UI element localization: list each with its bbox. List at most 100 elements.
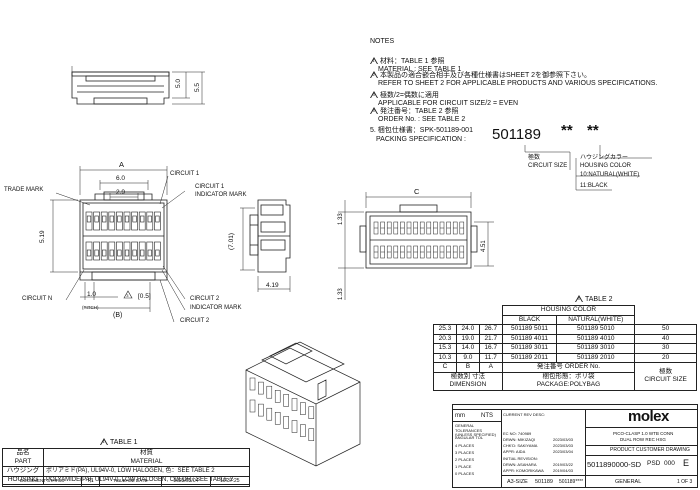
note-triangle-icon: 4 xyxy=(575,295,583,302)
table-2-cell-natural: 501189 2010 xyxy=(556,352,636,363)
angular-tol: ANGULAR TOL xyxy=(455,435,484,440)
date-checked: 2023/03/03 xyxy=(553,443,574,448)
table-2-cell-b: 14.0 xyxy=(455,343,480,354)
top-view xyxy=(71,66,170,105)
table-2-natural: NATURAL(WHITE) xyxy=(556,314,636,325)
note-triangle-icon: 2 xyxy=(370,71,378,78)
housing-color-option-2: 11:BLACK xyxy=(580,183,608,189)
dim-7-01: (7.01) xyxy=(228,233,235,250)
front-view xyxy=(79,191,168,281)
tolerance-places: 2 PLACES xyxy=(455,457,475,462)
tolerance-places: 1 PLACE xyxy=(455,464,472,469)
dim-1-33-top: 1.33 xyxy=(338,213,344,225)
note-2-en: REFER TO SHEET 2 FOR APPLICABLE PRODUCTS… xyxy=(378,80,658,87)
dim-5-5: 5.5 xyxy=(194,83,201,92)
release-time: 10:37:25 xyxy=(209,476,251,487)
initial-rev: INITIAL REVISION: xyxy=(503,456,538,461)
document-type: PSD xyxy=(647,460,661,467)
housing-color-en: HOUSING COLOR xyxy=(580,163,632,169)
dim-0-5: [0.5] xyxy=(138,293,151,300)
table-2-cell-b: 19.0 xyxy=(455,333,480,344)
release-date: 2023/03/04 xyxy=(161,476,211,487)
tri-3: 3 xyxy=(126,293,129,298)
table-2-cell-c: 10.3 xyxy=(433,352,457,363)
note-5-jp: 5. 梱包仕様書：SPK-501189-001 xyxy=(370,127,473,134)
ec-no: EC NO: 740989 xyxy=(503,431,532,436)
table-2-cell-size: 20 xyxy=(634,352,697,363)
dim-c: C xyxy=(414,187,420,196)
table-2-col-a: A xyxy=(478,362,503,373)
housing-color-jp: ハウジングカラー xyxy=(580,155,629,161)
table-2-cell-b: 24.0 xyxy=(455,324,480,335)
release-date-label: RELEASE DATE xyxy=(99,476,163,487)
table-2-cell-c: 25.3 xyxy=(433,324,457,335)
drawing-title-1: PICO-CLASP 1.0 WTB CONN xyxy=(613,431,674,436)
dim-1-33-bottom: 1.33 xyxy=(338,288,344,300)
table-2-cell-a: 11.7 xyxy=(478,352,503,363)
general-tolerance: GENERAL TOLERANCES (UNLESS SPECIFIED) xyxy=(455,423,496,437)
material-general: GENERAL xyxy=(615,479,642,485)
drawn-by: DRWN: MIKIZAQI xyxy=(503,437,536,442)
date-drawn: 2023/03/03 xyxy=(553,437,574,442)
product-customer-drawing: PRODUCT CUSTOMER DRAWING xyxy=(610,447,690,453)
table-2-cell-b: 9.0 xyxy=(455,352,480,363)
dim-4-51: 4.51 xyxy=(481,240,487,252)
table-2-cell-a: 26.7 xyxy=(478,324,503,335)
part-code-base: 501189 xyxy=(492,126,541,143)
current-rev: CURRENT REV DESC: xyxy=(503,412,546,417)
note-1-en: MATERIAL : SEE TABLE 1 xyxy=(378,66,462,73)
dim-6-0: 6.0 xyxy=(116,175,125,182)
initial-approved-by: APPR: KOMORIKAWA xyxy=(503,468,544,473)
side-view xyxy=(249,199,291,273)
label-trade-mark: TRADE MARK xyxy=(4,187,44,193)
initial-date-approved: 2019/04/03 xyxy=(553,468,574,473)
table-2-order-no: 発注番号 ORDER No. xyxy=(501,362,636,373)
note-5-en: PACKING SPECIFICATION : xyxy=(376,136,466,143)
date-approved: 2023/03/04 xyxy=(553,449,574,454)
title-block: mm NTS GENERAL TOLERANCES (UNLESS SPECIF… xyxy=(452,404,698,488)
note-triangle-icon: 1 xyxy=(370,57,378,64)
sheet-number: 1 OF 3 xyxy=(677,479,693,485)
table-2-cell-c: 15.3 xyxy=(433,343,457,354)
series: 501189 xyxy=(535,479,553,485)
note-triangle-icon: 3 xyxy=(370,91,378,98)
sheet-size: A3-SIZE xyxy=(507,479,528,485)
dim-pitch: (PITCH) xyxy=(82,305,99,310)
tolerance-places: 0 PLACES xyxy=(455,471,475,476)
doc-status: P1 xyxy=(81,476,101,487)
table-2-cell-natural: 501189 3010 xyxy=(556,343,636,354)
table-2-cell-a: 16.7 xyxy=(478,343,503,354)
label-circuit-2-b: CIRCUIT 2 xyxy=(180,318,210,324)
checked-by: CHK'D: SAKIYAMA xyxy=(503,443,538,448)
table-2-cell-a: 21.7 xyxy=(478,333,503,344)
dim-2-9: 2.9 xyxy=(116,189,125,196)
status-bar: DOCUMENT STATUS P1 RELEASE DATE 2023/03/… xyxy=(1,476,251,487)
table-2-col-c: C xyxy=(433,362,457,373)
housing-color-option-1: 10:NATURAL(WHITE) xyxy=(580,172,640,178)
revision: E xyxy=(683,458,690,468)
approved-by: APPR: AIDA xyxy=(503,449,526,454)
circuit-size-jp: 極数 xyxy=(528,155,541,161)
document-part: 000 xyxy=(664,460,675,467)
table-2-housing-color: HOUSING COLOR xyxy=(501,305,636,316)
table-2-cell-black: 501189 4011 xyxy=(501,333,558,344)
part-number: 501189**** xyxy=(559,479,584,485)
dim-5-0: 5.0 xyxy=(175,79,182,88)
notes-title: NOTES xyxy=(370,38,395,45)
drawing-title-2: DUAL ROW REC HSG xyxy=(620,437,666,442)
note-triangle-icon: 1 xyxy=(100,438,108,445)
isometric-view xyxy=(245,341,361,467)
units: mm xyxy=(455,413,465,419)
table-2-cell-size: 30 xyxy=(634,343,697,354)
dim-1-0: 1.0 xyxy=(87,291,96,298)
